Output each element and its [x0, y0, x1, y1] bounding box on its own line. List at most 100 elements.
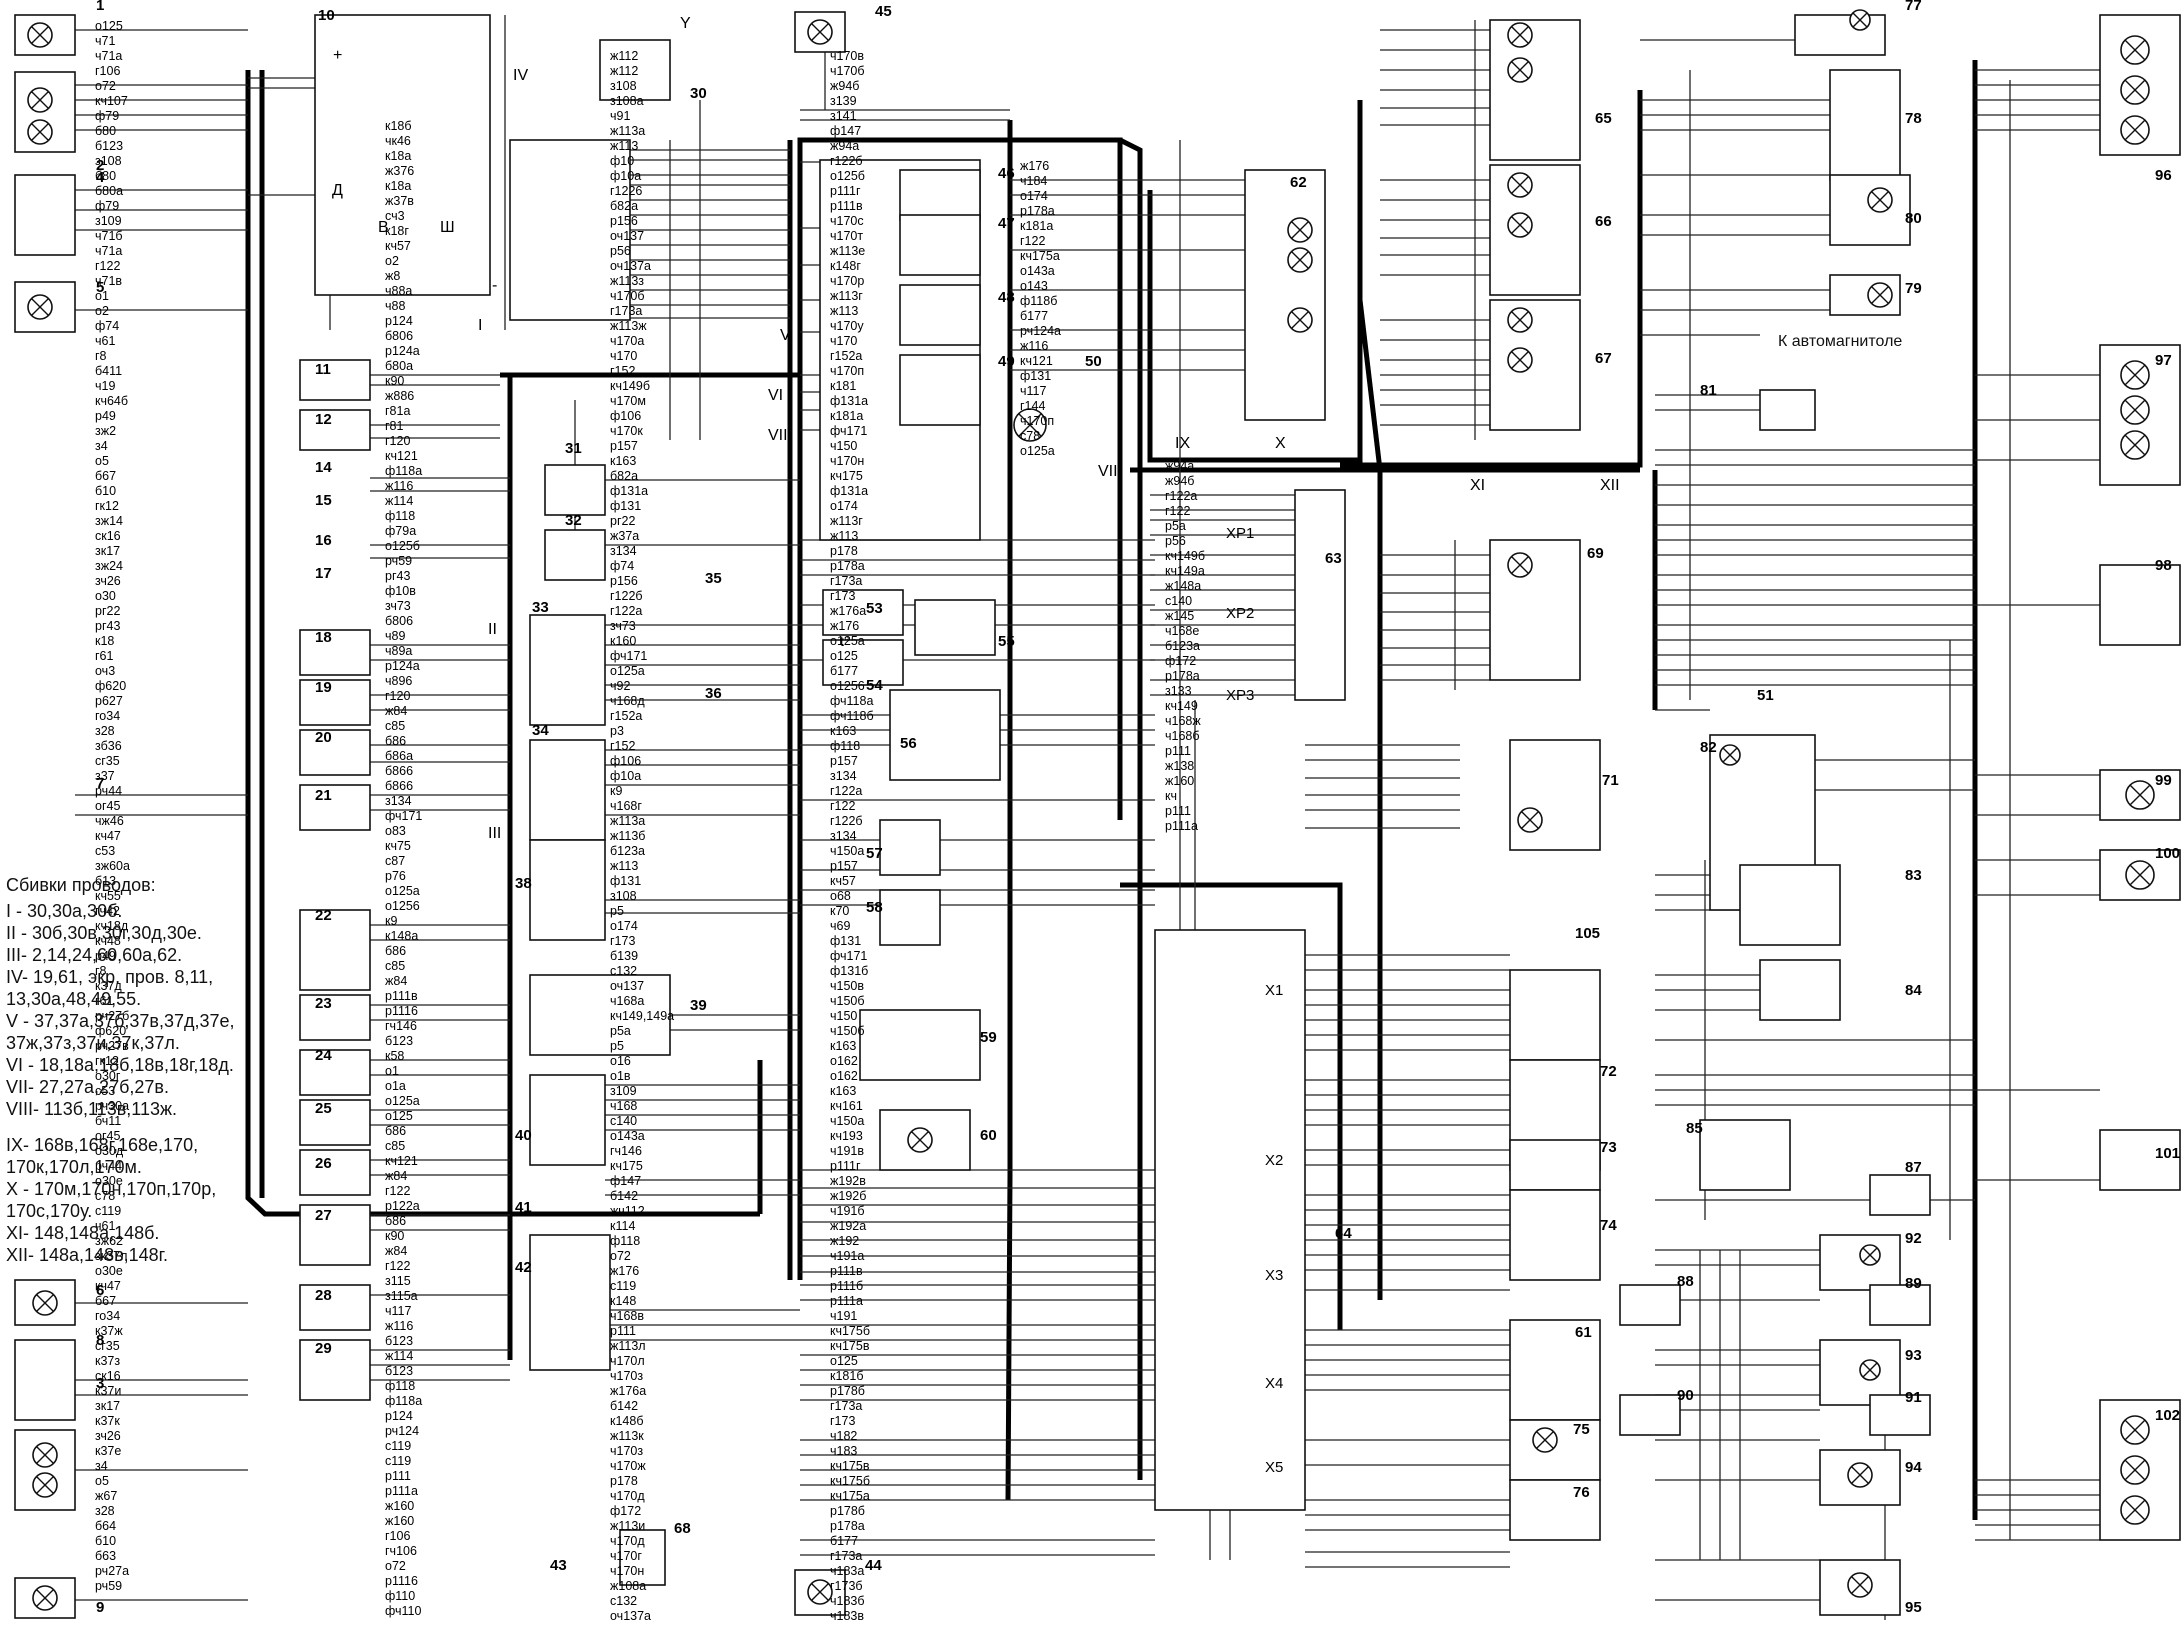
- wire-label: ч168а: [610, 994, 644, 1008]
- wire-label: к9: [610, 784, 622, 798]
- component-53-box: [822, 589, 904, 636]
- wire-label: р5а: [1165, 519, 1186, 533]
- wire-label: з108: [95, 154, 122, 168]
- wire-label: о2: [385, 254, 399, 268]
- wire-label: ч183в: [830, 1609, 864, 1623]
- lamp-icon: [1517, 807, 1543, 833]
- wire-label: оч137: [610, 979, 644, 993]
- lamp-icon: [1867, 187, 1893, 213]
- bundle-numeral: XII: [1600, 477, 1620, 494]
- component-69-box: [1489, 539, 1581, 681]
- component-105-box: [1509, 969, 1601, 1061]
- component-47-box: [899, 214, 981, 276]
- lamp-icon: [2120, 395, 2150, 425]
- component-number-62: 62: [1290, 174, 1307, 191]
- wire-label: б866: [385, 779, 413, 793]
- component-number-73: 73: [1600, 1139, 1617, 1156]
- wire-label: о125а: [1020, 444, 1055, 458]
- component-number-71: 71: [1602, 772, 1619, 789]
- wire-label: с132: [610, 964, 637, 978]
- component-number-10: 10: [318, 7, 335, 24]
- wire-label: зч73: [610, 619, 636, 633]
- component-number-90: 90: [1677, 1387, 1694, 1404]
- component-number-65: 65: [1595, 110, 1612, 127]
- wire-label: р111в: [385, 989, 418, 1003]
- wire-label: г8: [95, 964, 107, 978]
- wire-label: о5: [95, 1474, 109, 1488]
- wire-label: р178б: [830, 1384, 865, 1398]
- component-number-33: 33: [532, 599, 549, 616]
- wire-label: з108: [610, 889, 637, 903]
- wire-label: б806: [385, 614, 413, 628]
- wire-label: г173а: [830, 574, 862, 588]
- wire-label: с132: [610, 1594, 637, 1608]
- wire-label: ч170н: [830, 454, 864, 468]
- wire-label: ч170ж: [610, 1459, 646, 1473]
- lamp-icon: [27, 87, 53, 113]
- wire-label: г173: [830, 589, 855, 603]
- wire-label: о30г: [95, 1069, 121, 1083]
- component-number-58: 58: [866, 899, 883, 916]
- wire-label: к18г: [385, 224, 409, 238]
- wire-label: фч171: [830, 949, 867, 963]
- wire-label: рч124а: [1020, 324, 1061, 338]
- wire-label: зч26: [95, 1429, 121, 1443]
- wire-label: с85: [385, 1139, 405, 1153]
- lamp-icon: [2125, 780, 2155, 810]
- wire-label: чж46: [95, 814, 124, 828]
- wire-label: з134: [830, 829, 857, 843]
- component-number-92: 92: [1905, 1230, 1922, 1247]
- wire-label: ж113а: [610, 814, 645, 828]
- component-number-12: 12: [315, 411, 332, 428]
- wire-label: г120: [385, 434, 410, 448]
- wire-label: о125а: [830, 634, 865, 648]
- wire-label: кч175б: [830, 1474, 870, 1488]
- component-number-74: 74: [1600, 1217, 1617, 1234]
- wire-label: о125а: [385, 1094, 420, 1108]
- wire-label: ж8: [385, 269, 400, 283]
- wire-label: о5: [95, 454, 109, 468]
- wire-label: к181: [830, 379, 856, 393]
- wire-label: фч171: [610, 649, 647, 663]
- wire-label: г122: [830, 799, 855, 813]
- lamp-icon: [32, 1442, 58, 1468]
- wire-label: ф172: [610, 1504, 641, 1518]
- component-number-63: 63: [1325, 550, 1342, 567]
- lamp-icon: [1507, 552, 1533, 578]
- wire-label: з133: [1165, 684, 1192, 698]
- wire-label: ч170п: [1020, 414, 1054, 428]
- bundle-numeral: IV: [513, 67, 528, 84]
- wire-label: ч71в: [95, 274, 122, 288]
- component-number-54: 54: [866, 677, 883, 694]
- wire-label: ж176а: [830, 604, 866, 618]
- wire-label: ч71а: [95, 49, 122, 63]
- component-number-47: 47: [998, 215, 1015, 232]
- minus-label: -: [492, 277, 497, 294]
- wire-label: р5: [610, 1039, 624, 1053]
- wire-label: с78: [1020, 429, 1040, 443]
- wire-label: кч149б: [1165, 549, 1205, 563]
- connector-label: ХР2: [1226, 605, 1254, 622]
- wire-label: б80: [95, 124, 116, 138]
- wire-label: кч175а: [830, 1489, 870, 1503]
- wire-label: ж148а: [1165, 579, 1201, 593]
- wire-label: б806: [385, 329, 413, 343]
- wire-label: рч59: [95, 1579, 122, 1593]
- wire-label: рч44: [95, 1159, 122, 1173]
- component-number-67: 67: [1595, 350, 1612, 367]
- wire-label: б123: [95, 139, 123, 153]
- wire-label: г173а: [610, 304, 642, 318]
- lamp-icon: [1507, 347, 1533, 373]
- wire-label: кч175: [610, 1159, 643, 1173]
- wire-label: ч150в: [830, 979, 864, 993]
- lamp-icon: [1507, 172, 1533, 198]
- wire-label: ж116: [1020, 339, 1048, 353]
- wire-label: к181б: [830, 1369, 863, 1383]
- bundle-numeral: III: [488, 825, 501, 842]
- wire-label: ж376: [385, 164, 414, 178]
- wire-label: з28: [95, 1504, 115, 1518]
- wire-label: к148а: [385, 929, 418, 943]
- wire-label: ж37а: [610, 529, 639, 543]
- wire-label: ч170м: [610, 394, 646, 408]
- lamp-icon: [32, 1290, 58, 1316]
